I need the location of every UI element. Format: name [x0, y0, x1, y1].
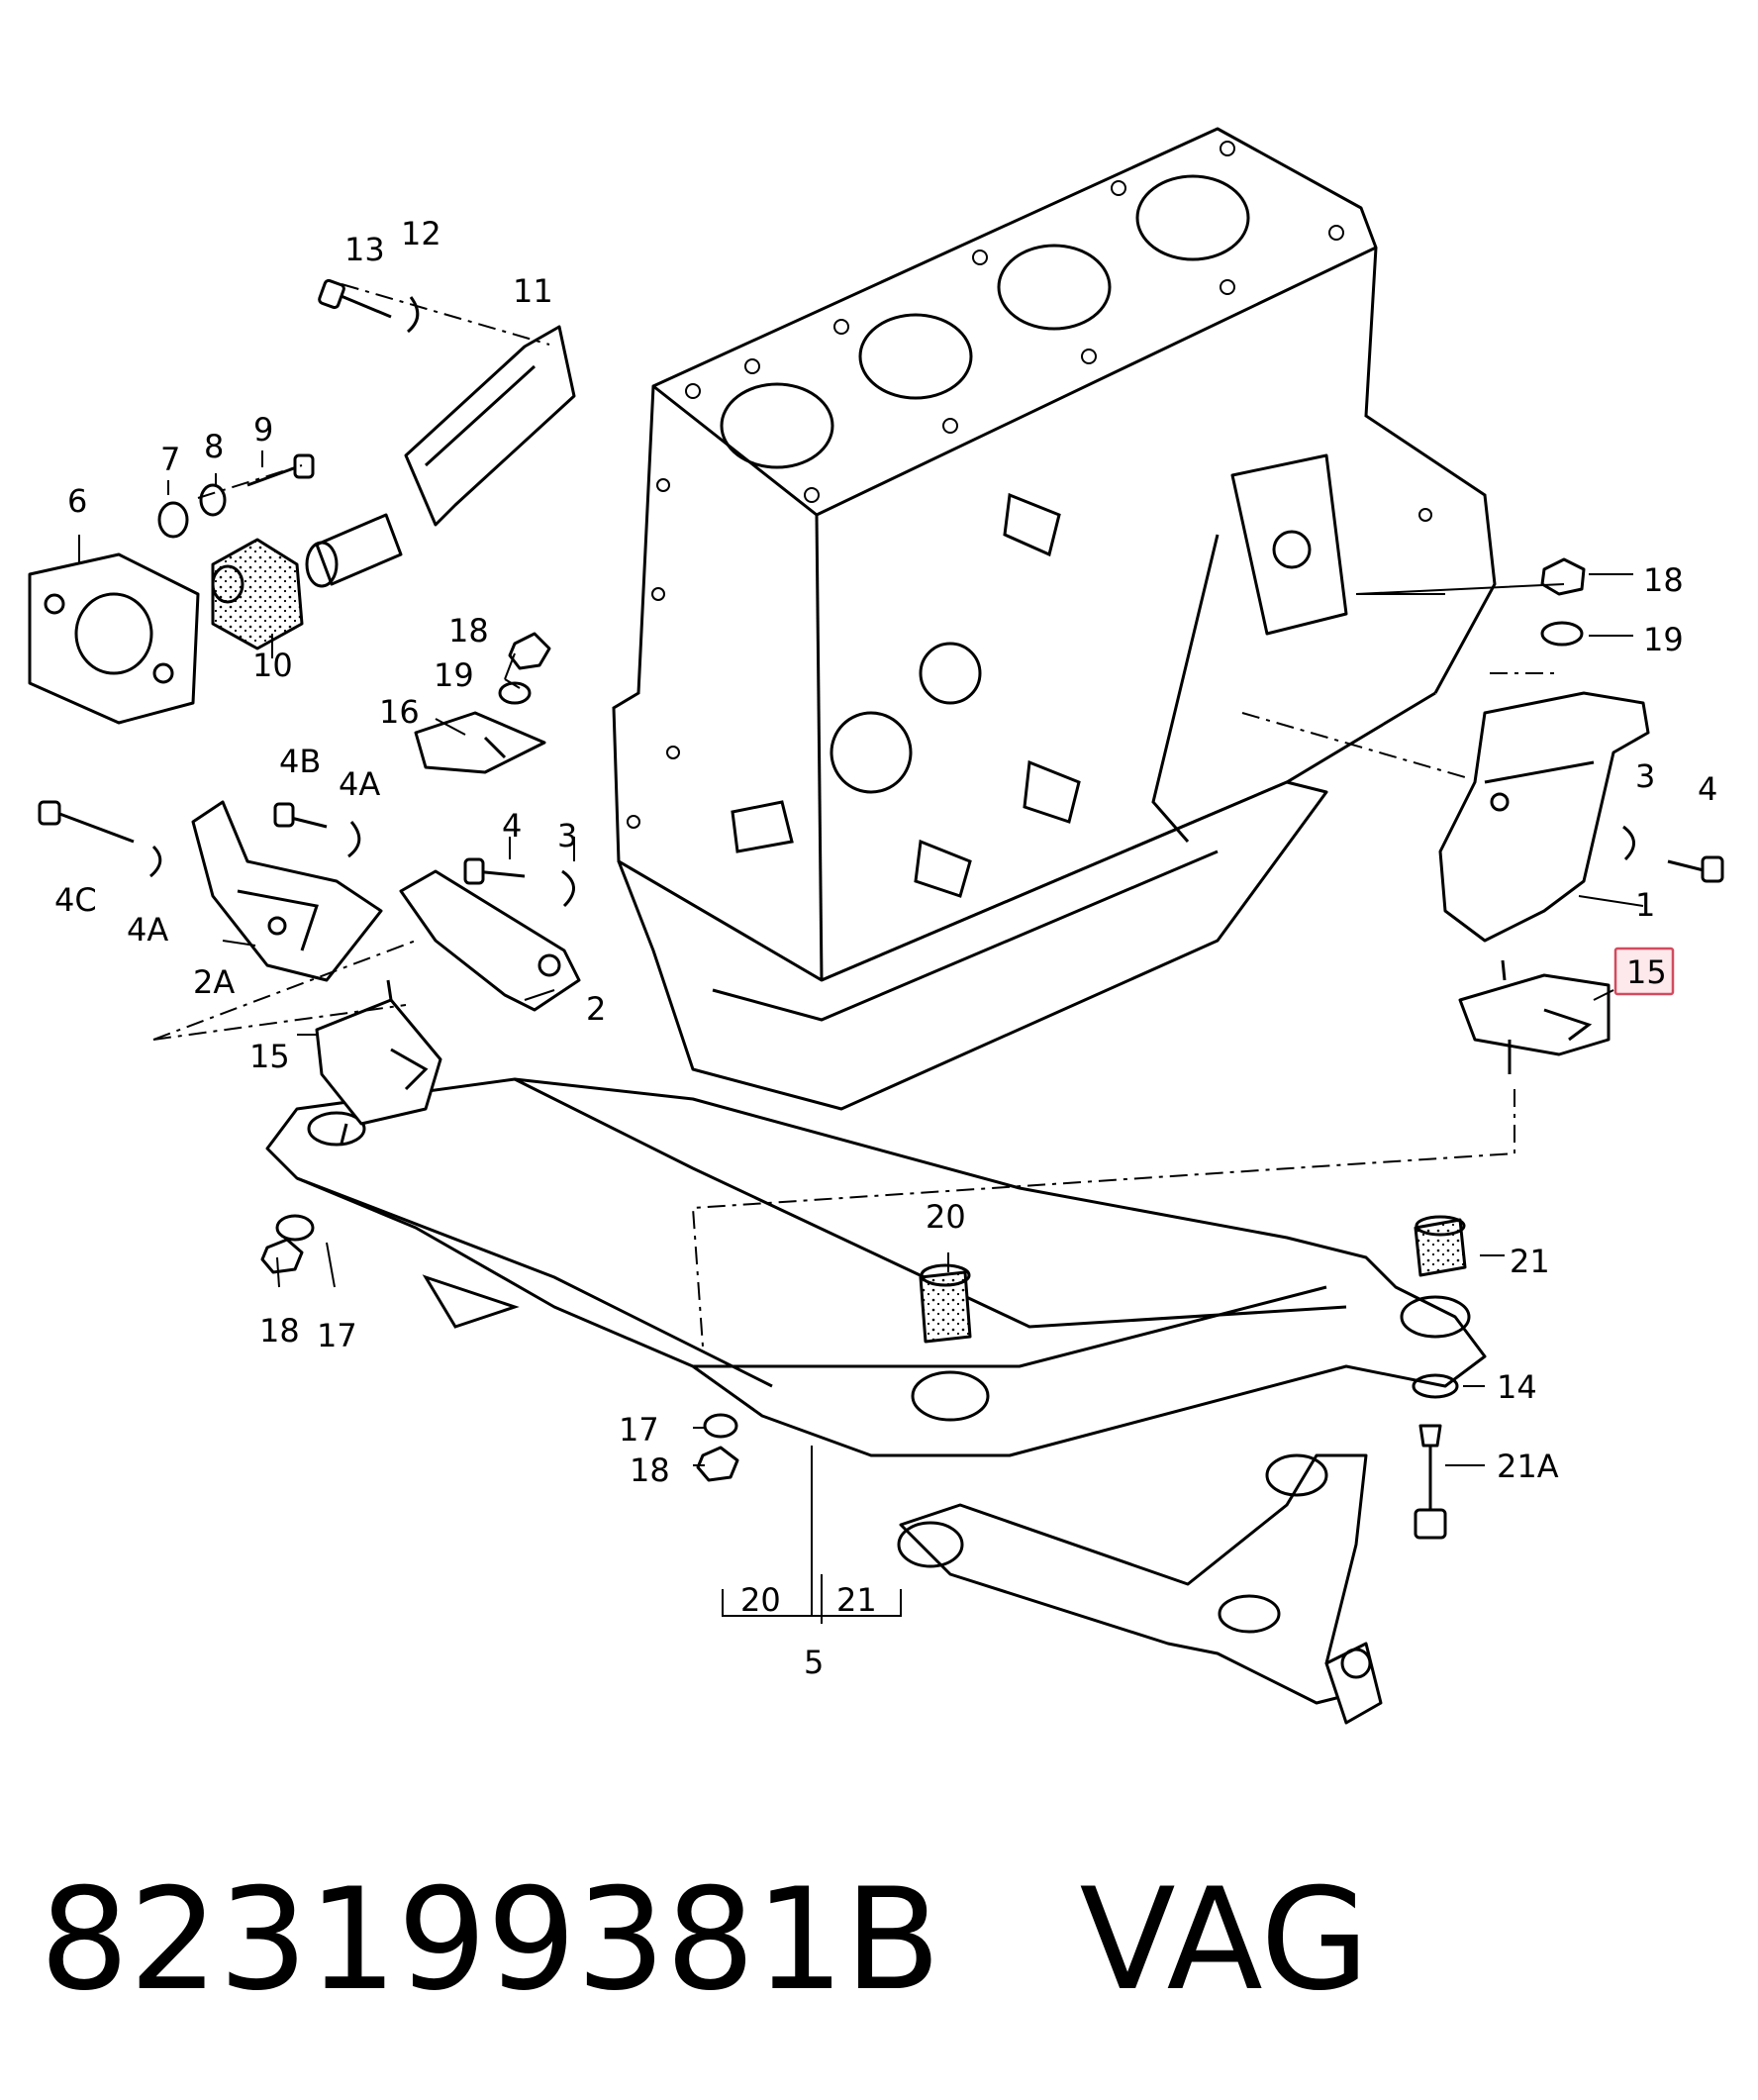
label-4b: 4B [279, 743, 321, 780]
label-14: 14 [1497, 1368, 1537, 1406]
label-16: 16 [379, 693, 420, 731]
exploded-parts-diagram: 1 2 2A 3 3 4 4 4A 4A 4B 4C 5 6 7 8 9 10 … [28, 127, 1724, 1725]
label-2: 2 [586, 990, 606, 1028]
subframe [265, 1077, 1487, 1457]
left-mount-parts [38, 632, 581, 1274]
label-18-center: 18 [630, 1451, 670, 1489]
label-15-left: 15 [249, 1038, 290, 1075]
label-7: 7 [160, 441, 180, 478]
label-10: 10 [252, 647, 293, 684]
label-11: 11 [513, 272, 553, 310]
label-4-right: 4 [1698, 770, 1717, 808]
label-5: 5 [804, 1644, 824, 1681]
front-mount-parts [28, 278, 576, 725]
label-15-right: 15 [1626, 953, 1667, 991]
label-4c: 4C [54, 881, 97, 919]
label-21-bottom: 21 [836, 1581, 877, 1619]
label-1: 1 [1635, 886, 1655, 924]
label-13: 13 [344, 231, 385, 268]
label-20-top: 20 [926, 1198, 966, 1236]
highlight-box [1613, 947, 1675, 996]
label-4a-bottom: 4A [127, 911, 168, 949]
brand-name: VAG [1079, 1858, 1370, 2022]
label-6: 6 [67, 482, 87, 520]
label-9: 9 [253, 411, 273, 449]
label-19-top: 19 [434, 656, 474, 694]
label-3-left: 3 [557, 817, 577, 854]
label-12: 12 [401, 215, 441, 252]
label-4-left: 4 [502, 807, 522, 845]
label-3-right: 3 [1635, 757, 1655, 795]
label-18-top: 18 [448, 612, 489, 650]
label-2a: 2A [193, 963, 235, 1001]
label-21-right: 21 [1510, 1243, 1550, 1280]
part-labels: 1 2 2A 3 3 4 4 4A 4A 4B 4C 5 6 7 8 9 10 … [54, 215, 1717, 1681]
label-4a-top: 4A [339, 765, 380, 803]
label-20-bottom: 20 [740, 1581, 781, 1619]
engine-block [612, 127, 1497, 1111]
label-8: 8 [204, 428, 224, 465]
label-18-right: 18 [1643, 561, 1684, 599]
control-arm [897, 1453, 1383, 1725]
right-mount-parts [1412, 557, 1724, 1540]
label-21a: 21A [1497, 1448, 1559, 1485]
part-number: 823199381B [40, 1858, 941, 2022]
label-17-center: 17 [619, 1411, 659, 1449]
leader-lines [78, 283, 1644, 1624]
center-bushing-parts [696, 1263, 972, 1482]
part-number-footer: 823199381B VAG [40, 1851, 1722, 2030]
label-18-left: 18 [259, 1312, 300, 1350]
label-17-left: 17 [317, 1317, 357, 1354]
label-19-right: 19 [1643, 621, 1684, 658]
